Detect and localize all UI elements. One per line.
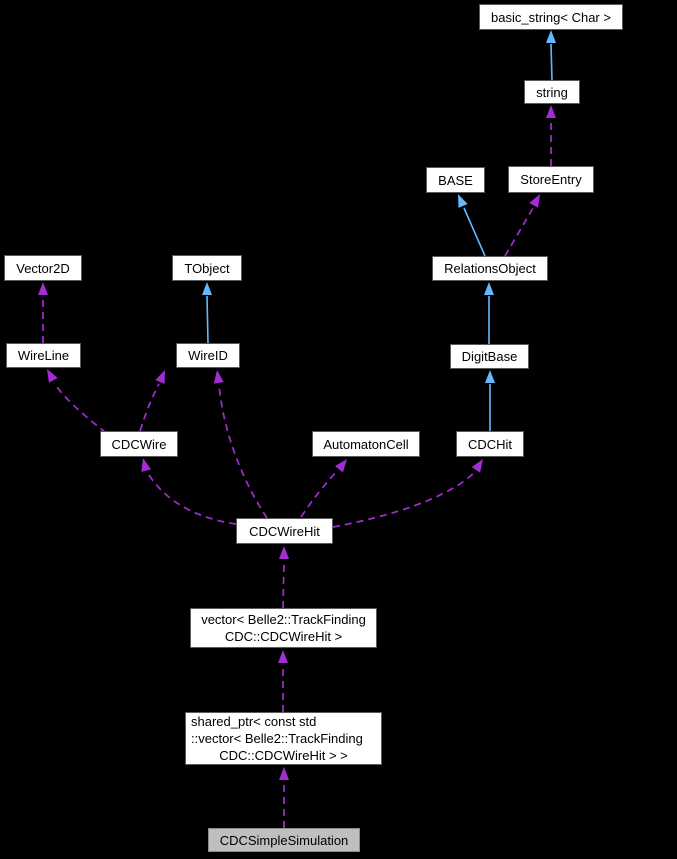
node-shared-ptr-vector[interactable]: shared_ptr< const std ::vector< Belle2::…: [185, 712, 382, 765]
node-label-line: CDC::CDCWireHit > >: [219, 748, 348, 763]
node-label-line: CDC::CDCWireHit >: [224, 629, 343, 644]
edge-sharedptr-to-vector: [278, 650, 288, 712]
edge-vector-to-cdcwirehit: [279, 546, 289, 609]
edge-cdcwirehit-to-automatoncell: [300, 459, 347, 518]
node-digit-base[interactable]: DigitBase: [450, 344, 529, 369]
node-cdc-simple-simulation: CDCSimpleSimulation: [208, 828, 360, 852]
node-tobject[interactable]: TObject: [172, 255, 242, 281]
node-vector-cdcwirehit[interactable]: vector< Belle2::TrackFinding CDC::CDCWir…: [190, 608, 377, 648]
node-relations-object[interactable]: RelationsObject: [432, 256, 548, 281]
edge-cdchit-to-digitbase: [485, 370, 495, 431]
node-cdc-wire-hit[interactable]: CDCWireHit: [236, 518, 333, 544]
edge-string-to-basic-string: [546, 30, 556, 81]
edge-cdcwire-to-wireline: [47, 369, 107, 434]
node-vector2d[interactable]: Vector2D: [4, 255, 82, 281]
node-wire-id[interactable]: WireID: [176, 343, 240, 368]
node-label-line: ::vector< Belle2::TrackFinding: [191, 731, 363, 746]
edge-storeentry-to-string: [546, 105, 556, 166]
node-wire-line[interactable]: WireLine: [6, 343, 81, 368]
node-cdc-hit[interactable]: CDCHit: [456, 431, 524, 457]
edge-cdcwirehit-to-wireid: [213, 370, 268, 519]
node-automaton-cell[interactable]: AutomatonCell: [312, 431, 420, 457]
node-base[interactable]: BASE: [426, 167, 485, 193]
edge-cdcwirehit-to-cdchit: [332, 459, 483, 528]
node-basic-string[interactable]: basic_string< Char >: [479, 4, 623, 30]
node-label-line: shared_ptr< const std: [191, 714, 317, 729]
edge-wireid-to-tobject: [202, 282, 212, 344]
edge-cdcsimplesimulation-to-sharedptr: [279, 767, 289, 828]
edge-digitbase-to-relationsobject: [484, 282, 494, 344]
node-label-line: vector< Belle2::TrackFinding: [201, 612, 366, 627]
node-cdc-wire[interactable]: CDCWire: [100, 431, 178, 457]
node-string[interactable]: string: [524, 80, 580, 104]
node-store-entry[interactable]: StoreEntry: [508, 166, 594, 193]
edge-cdcwirehit-to-cdcwire: [141, 458, 237, 525]
edge-wireline-to-vector2d: [38, 282, 48, 343]
edge-cdcwire-to-wireid: [139, 370, 165, 432]
edge-relationsobject-to-storeentry: [504, 194, 540, 257]
edge-relationsobject-to-base: [458, 194, 486, 257]
